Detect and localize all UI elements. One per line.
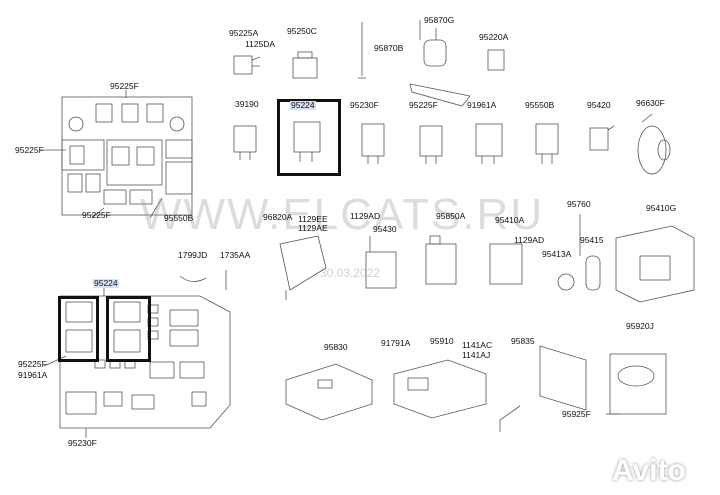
module-95410G (615, 225, 695, 303)
module-95910 (393, 359, 487, 419)
junction-box-upper (61, 96, 193, 216)
relay-95550B (535, 123, 559, 164)
label-1125DA: 1125DA (245, 39, 276, 49)
label-1799JD: 1799JD (178, 250, 208, 260)
label-1129EE: 1129EE (298, 214, 328, 224)
label-91961A-lower: 91961A (18, 370, 48, 380)
label-95413A: 95413A (542, 249, 572, 259)
avito-logo: Avito (612, 454, 686, 487)
highlight-box-left-relay (58, 296, 99, 362)
highlight-box-relay-95224 (277, 99, 341, 176)
watermark-text: WWW.ELCATS.RU (140, 190, 545, 239)
label-1129AD-a: 1129AD (350, 211, 381, 221)
label-95835: 95835 (511, 336, 535, 346)
label-95550B-relay: 95550B (525, 100, 555, 110)
horn-96630F (637, 113, 671, 175)
bracket-96820A (279, 235, 327, 300)
label-95850A: 95850A (436, 211, 466, 221)
label-95230F: 95230F (350, 100, 379, 110)
label-95870G: 95870G (424, 15, 455, 25)
label-95870B: 95870B (374, 43, 404, 53)
module-95850A (425, 235, 457, 285)
module-95830 (285, 363, 373, 421)
label-39190: 39190 (235, 99, 259, 109)
label-95225F-relay: 95225F (409, 100, 438, 110)
ring-95413A (557, 273, 575, 291)
module-95920J (609, 353, 667, 415)
label-95420: 95420 (587, 100, 611, 110)
watermark-date: 30.03.2022 (320, 266, 381, 280)
label-95230F-lower: 95230F (68, 438, 97, 448)
label-95225A: 95225A (229, 28, 259, 38)
label-95830: 95830 (324, 342, 348, 352)
junction-box-lower (59, 295, 231, 429)
label-96630F: 96630F (636, 98, 665, 108)
label-1129AD-b: 1129AD (514, 235, 545, 245)
label-96820A: 96820A (263, 212, 293, 222)
label-95410A: 95410A (495, 215, 525, 225)
label-95224-bottom: 95224 (93, 278, 119, 288)
relay-95224 (293, 121, 321, 162)
label-95250C: 95250C (287, 26, 317, 36)
label-95220A: 95220A (479, 32, 509, 42)
label-95225F-bottom: 95225F (82, 210, 111, 220)
highlight-box-right-relay (106, 296, 151, 362)
label-95225F-top: 95225F (110, 81, 139, 91)
module-95835 (499, 345, 587, 432)
fob-95760 (579, 214, 601, 291)
label-95430: 95430 (373, 224, 397, 234)
label-95925F: 95925F (562, 409, 591, 419)
label-95920J: 95920J (626, 321, 654, 331)
label-95224-top: 95224 (290, 100, 316, 110)
motor-95870G (409, 20, 471, 107)
label-1129AE: 1129AE (298, 223, 328, 233)
label-1735AA: 1735AA (220, 250, 251, 260)
relay-95225F (419, 125, 443, 164)
antenna-95870B (358, 22, 366, 79)
label-95415: 95415 (580, 235, 604, 245)
module-95410A (489, 243, 523, 285)
relay-95220A (487, 49, 505, 71)
label-95760: 95760 (567, 199, 591, 209)
relay-95420 (589, 125, 615, 151)
relay-95230F (361, 123, 385, 164)
label-91961A-relay: 91961A (467, 100, 497, 110)
label-95550B-box: 95550B (164, 213, 194, 223)
label-95225F-left: 95225F (15, 145, 44, 155)
relay-95225A (233, 55, 261, 75)
relay-39190 (233, 125, 257, 160)
label-95410G: 95410G (646, 203, 677, 213)
label-1141AC: 1141AC (462, 340, 493, 350)
sensor-1799JD (179, 275, 207, 282)
relay-91961A (475, 123, 503, 164)
label-91791A: 91791A (381, 338, 411, 348)
label-95910: 95910 (430, 336, 454, 346)
label-1141AJ: 1141AJ (462, 350, 491, 360)
module-95430 (365, 236, 397, 289)
relay-95250C (292, 51, 318, 79)
label-95225F-lower: 95225F (18, 359, 47, 369)
